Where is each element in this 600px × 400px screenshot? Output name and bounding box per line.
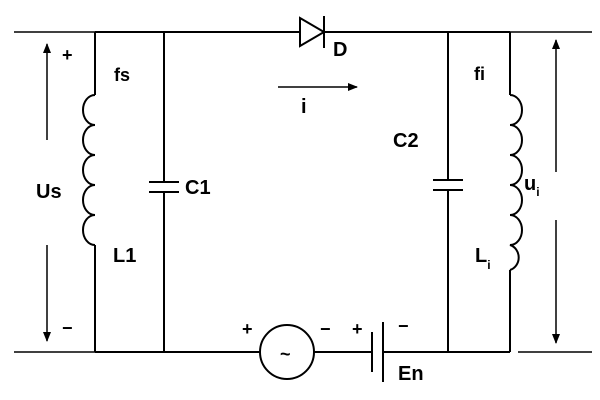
bottom-wire [95, 322, 448, 382]
inductor-li [448, 31, 523, 353]
ac-source-minus-label: − [320, 319, 331, 339]
ac-source-symbol: ~ [280, 344, 291, 364]
fi-label: fi [474, 64, 485, 84]
diode-d [95, 16, 448, 48]
l1-label: L1 [113, 245, 136, 267]
us-minus-label: − [62, 318, 73, 338]
diode-triangle [299, 16, 326, 48]
ui-label: ui [524, 173, 540, 199]
ui-terminal [510, 31, 592, 353]
capacitor-c1 [149, 32, 179, 352]
us-plus-label: + [62, 45, 73, 65]
battery-plus-label: + [352, 319, 363, 339]
battery-minus-label: − [398, 316, 409, 336]
li-coil [509, 94, 523, 271]
capacitor-c2 [433, 32, 463, 352]
l1-coil [82, 94, 96, 246]
us-label: Us [36, 181, 62, 203]
current-label: i [301, 96, 307, 118]
en-label: En [398, 363, 424, 385]
inductor-l1 [82, 32, 96, 352]
us-terminal [14, 31, 95, 353]
c1-label: C1 [185, 177, 211, 199]
ac-source-plus-label: + [242, 319, 253, 339]
c2-label: C2 [393, 130, 419, 152]
fs-label: fs [114, 65, 130, 85]
li-label: Li [475, 245, 491, 272]
diode-label: D [333, 39, 347, 61]
